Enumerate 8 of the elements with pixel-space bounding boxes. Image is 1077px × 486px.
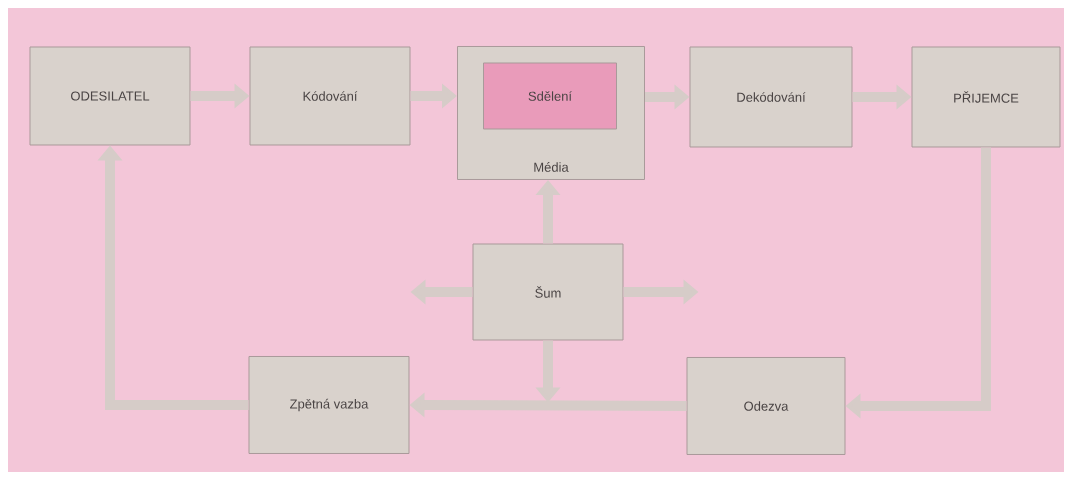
process-box: ODESILATEL — [29, 46, 191, 146]
noise-box: Šum — [472, 243, 624, 341]
process-box: Zpětná vazba — [248, 356, 410, 454]
message-box: Sdělení — [483, 62, 617, 130]
process-box: Dekódování — [689, 46, 853, 148]
process-box: Kódování — [249, 46, 411, 146]
process-box: Odezva — [686, 357, 846, 455]
process-box: PŘIJEMCE — [911, 46, 1061, 148]
